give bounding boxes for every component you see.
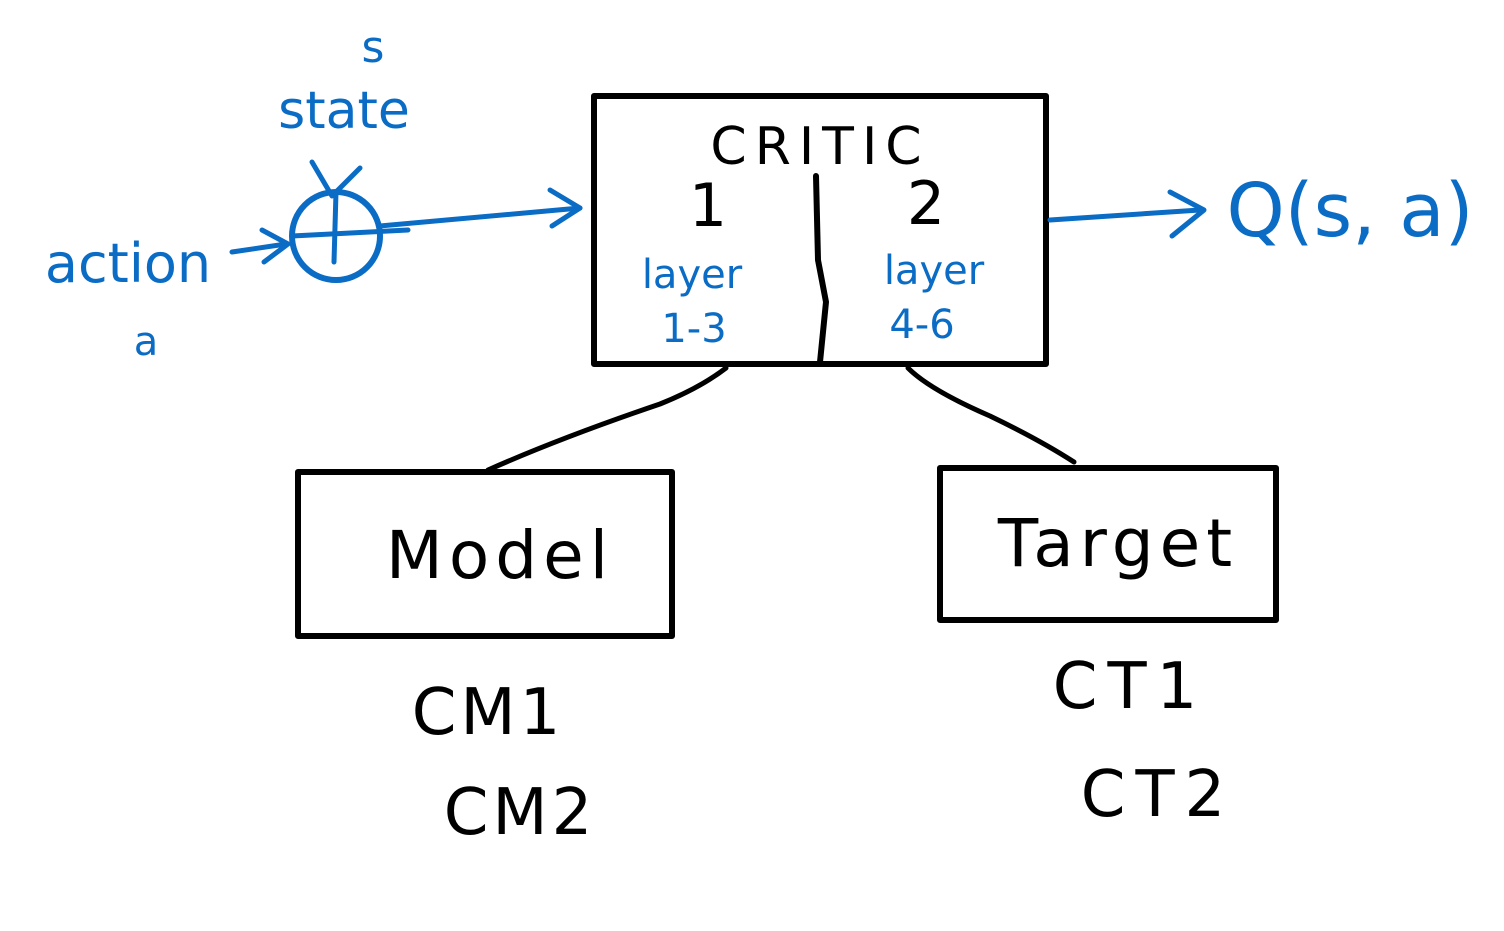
critic-part2-label: layer: [884, 248, 985, 294]
output-arrow-head-icon: [1167, 189, 1207, 239]
target-frame: [937, 465, 1279, 623]
combine-node: [289, 189, 411, 283]
action-arrow-head-icon: [259, 227, 291, 265]
target-box: Target: [937, 465, 1279, 623]
output-arrow-shaft: [1047, 207, 1203, 223]
model-box: Model: [295, 469, 675, 639]
input-to-critic-arrow: [377, 187, 583, 229]
input-arrow-head-icon: [547, 187, 583, 229]
critic-to-model-connector: [485, 365, 729, 473]
critic-title: CRITIC: [710, 117, 929, 177]
critic-part1-number: 1: [689, 171, 727, 241]
target-title: Target: [997, 505, 1238, 582]
critic-part1-label: layer: [642, 252, 743, 298]
plus-horizontal-stroke: [289, 227, 411, 239]
critic-part1-range: 1-3: [661, 306, 726, 352]
state-input: s state: [278, 22, 410, 199]
model-title: Model: [386, 517, 614, 594]
critic-box: CRITIC 1 layer 1-3 2 layer 4-6: [591, 93, 1049, 367]
critic-to-target-connector: [905, 365, 1077, 465]
target-item: CT2: [1081, 758, 1236, 832]
plus-vertical-stroke: [331, 189, 339, 265]
action-symbol: a: [134, 319, 159, 365]
action-arrow-shaft: [229, 241, 289, 255]
model-item: CM1: [412, 676, 565, 750]
state-symbol: s: [362, 22, 385, 73]
output-label: Q(s, a): [1227, 168, 1474, 254]
action-input: action a: [45, 227, 291, 365]
target-items: CT1 CT2: [1053, 650, 1236, 832]
critic-part2-number: 2: [907, 169, 945, 239]
input-arrow-shaft: [377, 205, 583, 229]
critic-part2-range: 4-6: [889, 302, 954, 348]
model-items: CM1 CM2: [412, 676, 597, 850]
critic-output: Q(s, a): [1047, 168, 1474, 254]
state-label: state: [278, 81, 410, 141]
state-arrow: [309, 159, 363, 199]
action-label: action: [45, 232, 211, 295]
target-item: CT1: [1053, 650, 1208, 724]
model-frame: [295, 469, 675, 639]
model-item: CM2: [444, 776, 597, 850]
critic-divider: [813, 173, 829, 365]
